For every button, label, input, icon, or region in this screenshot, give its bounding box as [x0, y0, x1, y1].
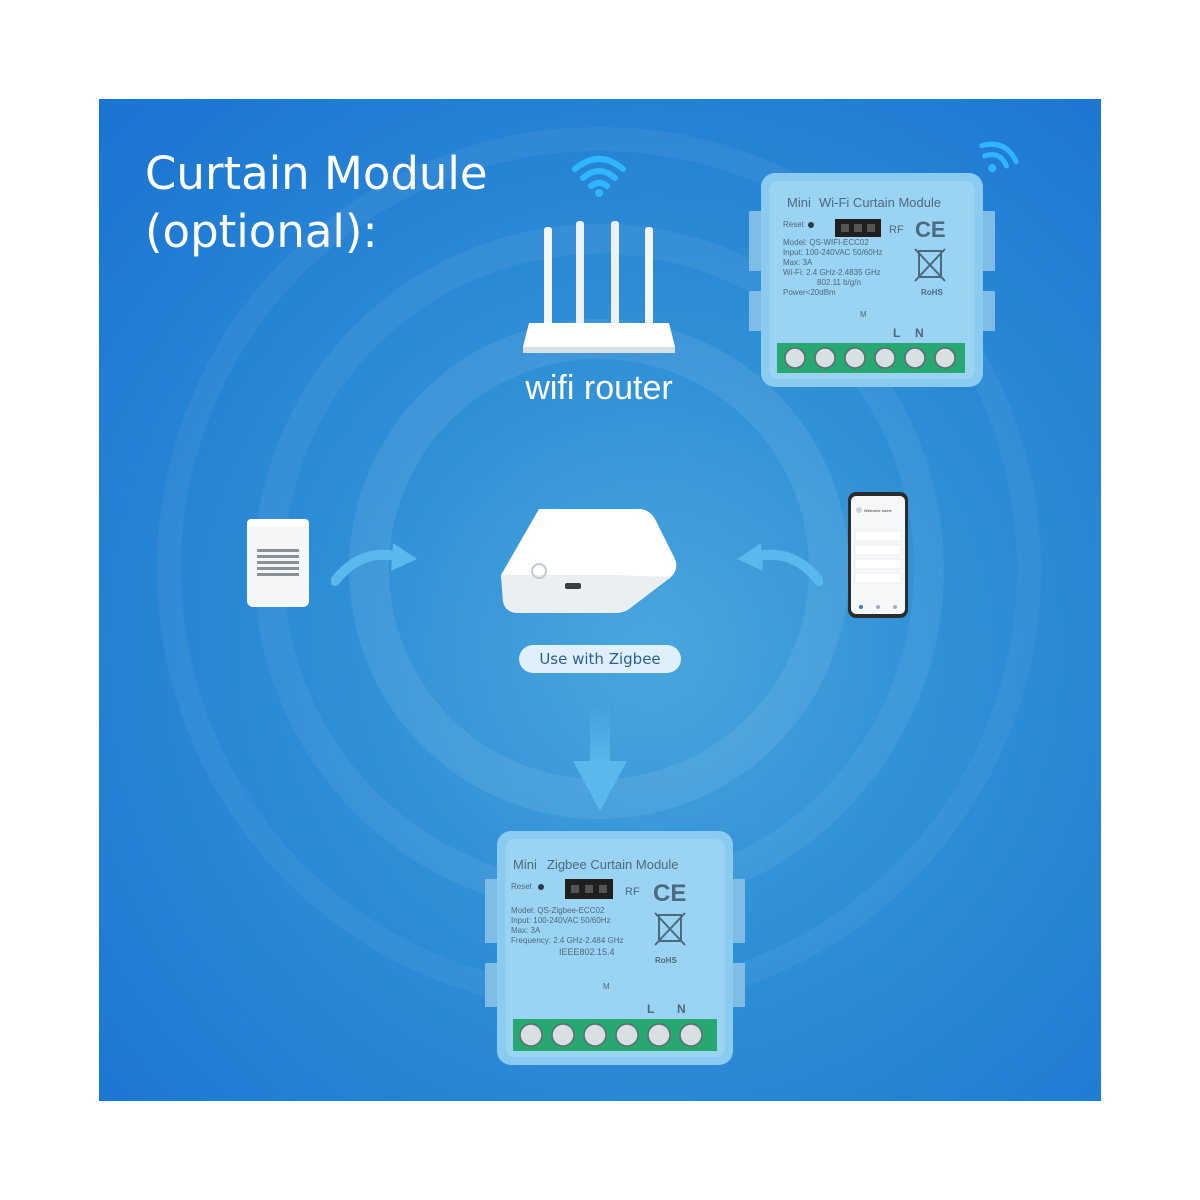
zigbee-max-text: Max: 3A	[511, 926, 541, 935]
wifi-reset-label: Reset	[783, 220, 805, 229]
arrow-left-icon	[737, 543, 823, 586]
hub-button-icon	[531, 563, 547, 579]
zigbee-motor-label: M	[603, 982, 610, 991]
zigbee-ce-mark: CE	[653, 880, 686, 907]
sensor-device-image	[247, 519, 309, 607]
arrow-down-icon	[573, 705, 627, 811]
usb-port-icon	[565, 583, 581, 589]
phone-header-text: Welcome home	[864, 508, 892, 513]
zigbee-curtain-module: Mini Zigbee Curtain Module Reset RF CE M…	[485, 831, 745, 1065]
page-title: Curtain Module (optional):	[145, 145, 488, 261]
zigbee-input-text: Input: 100-240VAC 50/60Hz	[511, 916, 610, 925]
zigbee-standard-text: IEEE802.15.4	[559, 947, 615, 957]
wifi-icon	[572, 156, 626, 197]
router-image	[523, 221, 675, 353]
smartphone-image: Welcome home	[848, 492, 908, 618]
zigbee-rf-label: RF	[625, 886, 640, 898]
wifi-terminal-n: N	[915, 326, 924, 340]
zigbee-rohs-label: RoHS	[655, 956, 677, 965]
title-line-1: Curtain Module	[145, 147, 488, 200]
wifi-small-icon	[979, 141, 1019, 173]
wifi-input-text: Input: 100-240VAC 50/60Hz	[783, 248, 882, 257]
wifi-model-text: Model: QS-WIFI-ECC02	[783, 238, 869, 247]
zigbee-model-text: Model: QS-Zigbee-ECC02	[511, 906, 605, 915]
wifi-standard-text: 802.11 b/g/n	[817, 278, 861, 287]
zigbee-freq-text: Frequency: 2.4 GHz-2.484 GHz	[511, 936, 624, 945]
zigbee-mini-label: Mini	[513, 857, 537, 872]
wifi-freq-text: Wi-Fi: 2.4 GHz-2.4835 GHz	[783, 268, 881, 277]
wifi-rf-label: RF	[889, 224, 904, 236]
wifi-ce-mark: CE	[915, 217, 946, 242]
zigbee-reset-label: Reset	[511, 882, 533, 891]
zigbee-badge: Use with Zigbee	[519, 645, 681, 673]
wifi-power-text: Power<20dBm	[783, 288, 836, 297]
zigbee-weee-bin-icon	[654, 912, 686, 946]
wifi-motor-label: M	[860, 310, 867, 319]
wifi-terminal-l: L	[893, 326, 900, 340]
reset-button-icon	[808, 222, 814, 228]
zigbee-hub-image	[501, 509, 677, 613]
terminal-block	[777, 343, 965, 373]
arrow-right-icon	[331, 543, 417, 586]
zigbee-terminal-n: N	[677, 1002, 686, 1016]
wifi-mini-label: Mini	[787, 195, 811, 210]
wifi-rohs-label: RoHS	[921, 288, 943, 297]
title-line-2: (optional):	[145, 205, 378, 258]
zigbee-reset-button-icon	[538, 884, 544, 890]
wifi-module-name: Wi-Fi Curtain Module	[819, 195, 941, 210]
router-label: wifi router	[525, 369, 673, 407]
zigbee-module-name: Zigbee Curtain Module	[547, 857, 679, 872]
zigbee-terminal-l: L	[647, 1002, 654, 1016]
background-panel: Curtain Module (optional): wifi router	[99, 99, 1101, 1101]
wifi-max-text: Max: 3A	[783, 258, 813, 267]
wifi-curtain-module: Mini Wi-Fi Curtain Module Reset RF CE Mo…	[749, 173, 995, 387]
weee-bin-icon	[914, 248, 946, 282]
